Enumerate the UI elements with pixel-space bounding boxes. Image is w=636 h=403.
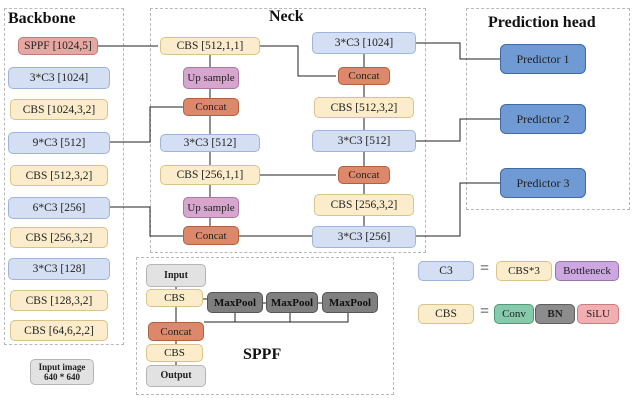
neck-concat-2-block: Concat (183, 226, 239, 245)
sppf-region (136, 257, 394, 395)
neck-c3-512-right-block: 3*C3 [512] (312, 130, 416, 152)
legend-cbs3-block: CBS*3 (496, 261, 552, 281)
backbone-title: Backbone (8, 10, 76, 27)
sppf-cbs-1-block: CBS (146, 289, 203, 307)
backbone-cbs-512-block: CBS [512,3,2] (10, 165, 108, 186)
neck-title: Neck (269, 8, 304, 25)
neck-upsample-2-block: Up sample (183, 197, 239, 218)
prediction-head-title: Prediction head (488, 14, 596, 31)
legend-bn-block: BN (535, 304, 575, 324)
neck-upsample-1-block: Up sample (183, 67, 239, 89)
backbone-c3-256-block: 6*C3 [256] (8, 197, 110, 219)
sppf-input-block: Input (146, 264, 206, 287)
neck-concat-right-1-block: Concat (338, 67, 390, 85)
sppf-output-block: Output (146, 365, 206, 387)
legend-silu-block: SiLU (577, 304, 619, 324)
backbone-region (4, 8, 124, 345)
neck-cbs-256-1-1-block: CBS [256,1,1] (160, 165, 260, 185)
backbone-sppf-block: SPPF [1024,5] (18, 37, 98, 55)
legend-conv-block: Conv (494, 304, 534, 324)
maxpool-1-block: MaxPool (207, 292, 263, 313)
neck-c3-256-right-block: 3*C3 [256] (312, 226, 416, 248)
sppf-concat-block: Concat (148, 322, 204, 341)
neck-concat-right-2-block: Concat (338, 166, 390, 184)
backbone-cbs-1024-block: CBS [1024,3,2] (10, 99, 108, 120)
neck-c3-512-left-block: 3*C3 [512] (160, 134, 260, 152)
backbone-c3-512-block: 9*C3 [512] (8, 132, 110, 154)
prediction-head-region (466, 8, 630, 210)
predictor-1-block: Predictor 1 (500, 44, 586, 74)
legend-cbs-block: CBS (418, 304, 474, 324)
input-image-block: Input image 640 * 640 (30, 359, 94, 385)
legend-c3-block: C3 (418, 261, 474, 281)
maxpool-3-block: MaxPool (322, 292, 378, 313)
legend-c3-equals: = (480, 260, 490, 277)
backbone-c3-128-block: 3*C3 [128] (8, 258, 110, 280)
sppf-title: SPPF (243, 346, 282, 363)
neck-concat-1-block: Concat (183, 98, 239, 116)
sppf-cbs-2-block: CBS (146, 344, 203, 362)
neck-cbs-512-3-2-block: CBS [512,3,2] (314, 97, 414, 118)
predictor-3-block: Predictor 3 (500, 168, 586, 198)
legend-cbs-equals: = (480, 303, 490, 320)
input-image-size: 640 * 640 (44, 372, 80, 382)
backbone-cbs-64-block: CBS [64,6,2,2] (10, 320, 108, 341)
backbone-cbs-128-block: CBS [128,3,2] (10, 290, 108, 311)
neck-cbs-512-1-1-block: CBS [512,1,1] (160, 37, 260, 55)
maxpool-2-block: MaxPool (266, 292, 318, 313)
predictor-2-block: Predictor 2 (500, 104, 586, 134)
neck-cbs-256-3-2-block: CBS [256,3,2] (314, 194, 414, 216)
legend-bottleneck-block: Bottleneck (555, 261, 619, 281)
neck-c3-1024-right-block: 3*C3 [1024] (312, 32, 416, 54)
backbone-cbs-256-block: CBS [256,3,2] (10, 227, 108, 248)
backbone-c3-1024-block: 3*C3 [1024] (8, 67, 110, 89)
input-image-label: Input image (38, 362, 86, 372)
